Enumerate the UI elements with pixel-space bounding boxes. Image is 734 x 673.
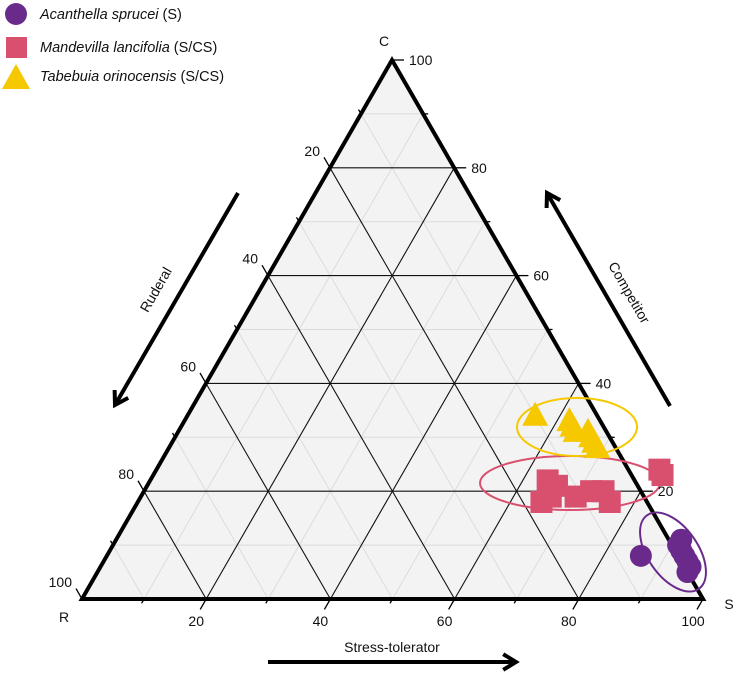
tick-label-s: 80 xyxy=(561,613,577,629)
tick-label-s: 100 xyxy=(681,613,705,629)
tick-label-c: 100 xyxy=(409,52,433,68)
tick-s xyxy=(323,598,331,610)
grid-line-r xyxy=(236,329,393,600)
tick-label-c: 40 xyxy=(596,375,612,391)
grid-line-s xyxy=(516,437,611,600)
data-points xyxy=(522,401,702,584)
tick-label-s: 40 xyxy=(313,613,329,629)
tick-s xyxy=(389,598,394,604)
tick-s xyxy=(572,598,580,610)
tick-s xyxy=(265,598,269,604)
point-square xyxy=(598,490,621,513)
ellipse-triangle xyxy=(516,397,638,457)
point-triangle xyxy=(522,401,549,426)
ruderal-arrow-head xyxy=(112,389,130,409)
grid-line-s xyxy=(454,383,580,600)
tick-label-c: 60 xyxy=(533,268,549,284)
grid-line-r xyxy=(360,113,642,600)
grid-line-r xyxy=(298,221,518,600)
stress-tolerator-label: Stress-tolerator xyxy=(344,639,440,655)
ruderal-arrow xyxy=(113,191,240,407)
axis-arrows xyxy=(112,189,672,672)
tick-s xyxy=(199,598,207,610)
point-square xyxy=(651,464,674,487)
tick-s xyxy=(696,598,704,610)
grid-line-r xyxy=(174,437,269,600)
tick-r xyxy=(233,324,238,330)
tick-r xyxy=(357,109,362,115)
ruderal-label: Ruderal xyxy=(136,264,174,314)
point-triangle xyxy=(584,434,611,459)
tick-label-s: 60 xyxy=(437,613,453,629)
competitor-label: Competitor xyxy=(605,259,653,327)
tick-r xyxy=(295,217,300,223)
tick-r xyxy=(199,372,207,384)
vertex-label-c: C xyxy=(379,33,389,49)
tick-label-r: 60 xyxy=(180,358,196,374)
grid-line-r xyxy=(267,275,456,600)
grid-line-s xyxy=(143,113,424,600)
tick-label-c: 20 xyxy=(658,483,674,499)
grid-line-r xyxy=(143,490,207,600)
legend-species: Mandevilla lancifolia xyxy=(40,40,170,56)
legend-species: Acanthella sprucei xyxy=(40,7,159,23)
legend-strategy: (S/CS) xyxy=(180,69,225,85)
tick-label-r: 40 xyxy=(242,251,258,267)
tick-r xyxy=(75,588,83,600)
grid-line-s xyxy=(578,490,642,600)
tick-s xyxy=(448,598,456,610)
major-grid xyxy=(143,167,642,600)
grid-line-r xyxy=(112,544,145,600)
point-circle xyxy=(673,544,696,567)
triangle-marker-icon xyxy=(2,64,30,89)
grid-line-s xyxy=(392,329,548,600)
minor-grid xyxy=(112,113,673,600)
tick-s xyxy=(637,598,642,604)
point-square xyxy=(530,490,553,513)
tick-s xyxy=(141,598,145,604)
tick-label-c: 80 xyxy=(471,160,487,176)
tick-r xyxy=(171,432,176,438)
grid-line-s xyxy=(329,275,517,600)
tick-r xyxy=(137,480,145,492)
tick-r xyxy=(109,540,114,546)
competitor-arrow-head xyxy=(544,189,562,209)
stress-tolerator-arrow-head xyxy=(502,652,520,672)
point-circle xyxy=(629,544,652,567)
tick-label-s: 20 xyxy=(188,613,204,629)
ellipse-circle xyxy=(639,511,707,593)
vertex-label-s: S xyxy=(724,596,733,612)
vertex-label-r: R xyxy=(59,609,69,625)
legend-strategy: (S/CS) xyxy=(173,40,218,56)
circle-marker-icon xyxy=(5,3,27,25)
tick-r xyxy=(323,157,331,169)
tick-label-r: 20 xyxy=(304,143,320,159)
legend-species: Tabebuia orinocensis xyxy=(40,69,177,85)
tick-s xyxy=(513,598,518,604)
competitor-arrow xyxy=(545,191,672,408)
grid-line-r xyxy=(205,383,331,600)
square-marker-icon xyxy=(6,37,27,58)
grid-line-s xyxy=(267,221,486,600)
tick-label-r: 80 xyxy=(118,466,134,482)
tick-label-r: 100 xyxy=(49,574,73,590)
legend-strategy: (S) xyxy=(162,7,182,23)
tick-r xyxy=(261,264,269,276)
